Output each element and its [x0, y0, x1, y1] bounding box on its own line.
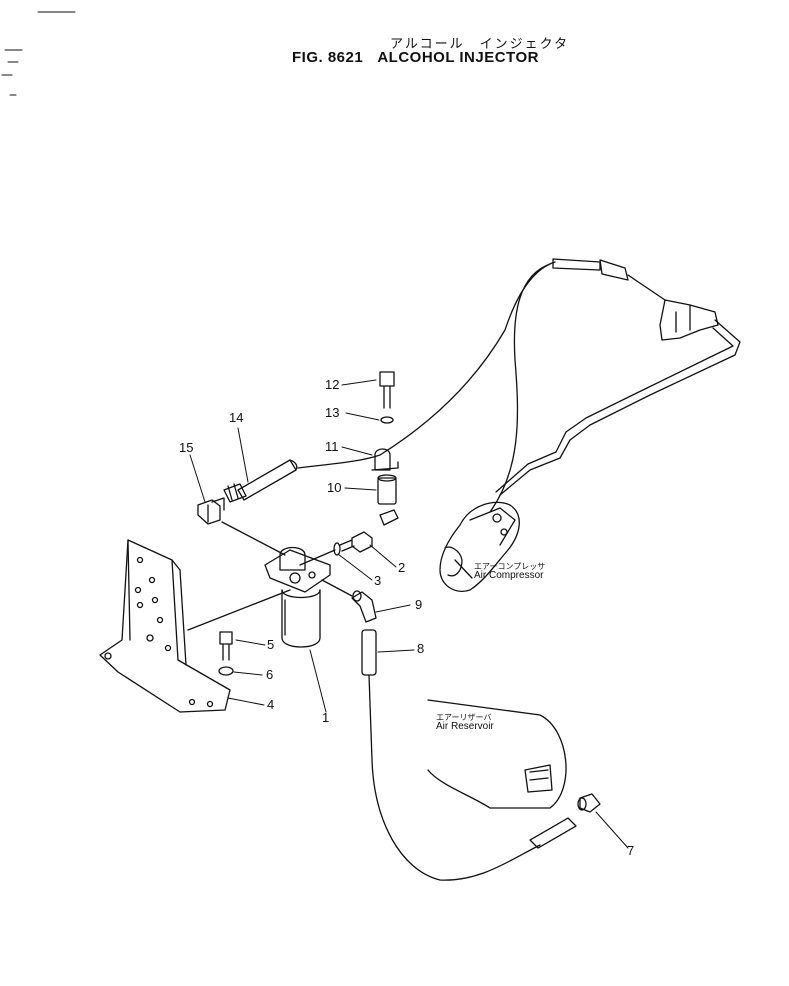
callout-12: 12: [325, 377, 340, 392]
callout-leaders: [189, 379, 629, 849]
callout-2: 2: [398, 560, 406, 575]
air-compressor: [439, 501, 520, 592]
elbow-9: [351, 590, 377, 623]
bolt-5: [219, 631, 233, 661]
block: [379, 509, 399, 526]
washer-13: [380, 416, 394, 424]
air-reservoir-label: Air Reservoir: [436, 721, 494, 732]
callout-15: 15: [179, 440, 194, 455]
hose-8-line: [368, 674, 541, 881]
spacer-10: [377, 474, 397, 505]
leader-line: [221, 521, 286, 556]
bolt-12: [379, 371, 395, 409]
washer-6: [218, 666, 234, 676]
fitting-7: [577, 793, 601, 813]
title-japanese: アルコール インジェクタ: [390, 37, 570, 52]
callout-3: 3: [374, 573, 382, 588]
air-reservoir-label-jp: エアーリザーバ: [436, 713, 492, 722]
hose-8: [361, 629, 377, 676]
callout-4: 4: [267, 697, 275, 712]
callout-9: 9: [415, 597, 423, 612]
leader-line: [627, 274, 666, 301]
air-compressor-label-jp: エアーコンプレッサ: [474, 562, 546, 571]
scan-specks: [1, 11, 76, 96]
callout-13: 13: [325, 405, 340, 420]
air-line-upper: [297, 261, 556, 469]
callout-11: 11: [325, 439, 339, 454]
compressor-pipe: [499, 319, 741, 496]
clamp-11: [371, 448, 399, 471]
upper-fitting: [599, 259, 629, 281]
air-reservoir: [427, 699, 567, 809]
air-compressor-label: Air Compressor: [474, 570, 544, 581]
callout-7: 7: [627, 843, 635, 858]
callout-6: 6: [266, 667, 274, 682]
figure-name: ALCOHOL INJECTOR: [377, 49, 539, 66]
callout-10: 10: [327, 480, 342, 495]
hose-14: [223, 459, 298, 503]
filter-1: [264, 546, 331, 648]
washer-3: [333, 542, 341, 556]
air-line-compressor: [489, 263, 551, 513]
callout-14: 14: [229, 410, 244, 425]
valve-bracket: [659, 299, 719, 341]
figure-number: FIG. 8621: [292, 49, 364, 66]
leader-line: [187, 589, 291, 631]
reservoir-hose: [529, 817, 577, 849]
figure-title: FIG. 8621 ALCOHOL INJECTOR: [292, 49, 549, 66]
elbow-15: [197, 497, 225, 525]
callout-1: 1: [322, 710, 330, 725]
callout-8: 8: [417, 641, 425, 656]
callout-5: 5: [267, 637, 275, 652]
bracket-4: [99, 539, 231, 713]
upper-hose: [552, 258, 601, 271]
connector-2: [339, 531, 373, 553]
